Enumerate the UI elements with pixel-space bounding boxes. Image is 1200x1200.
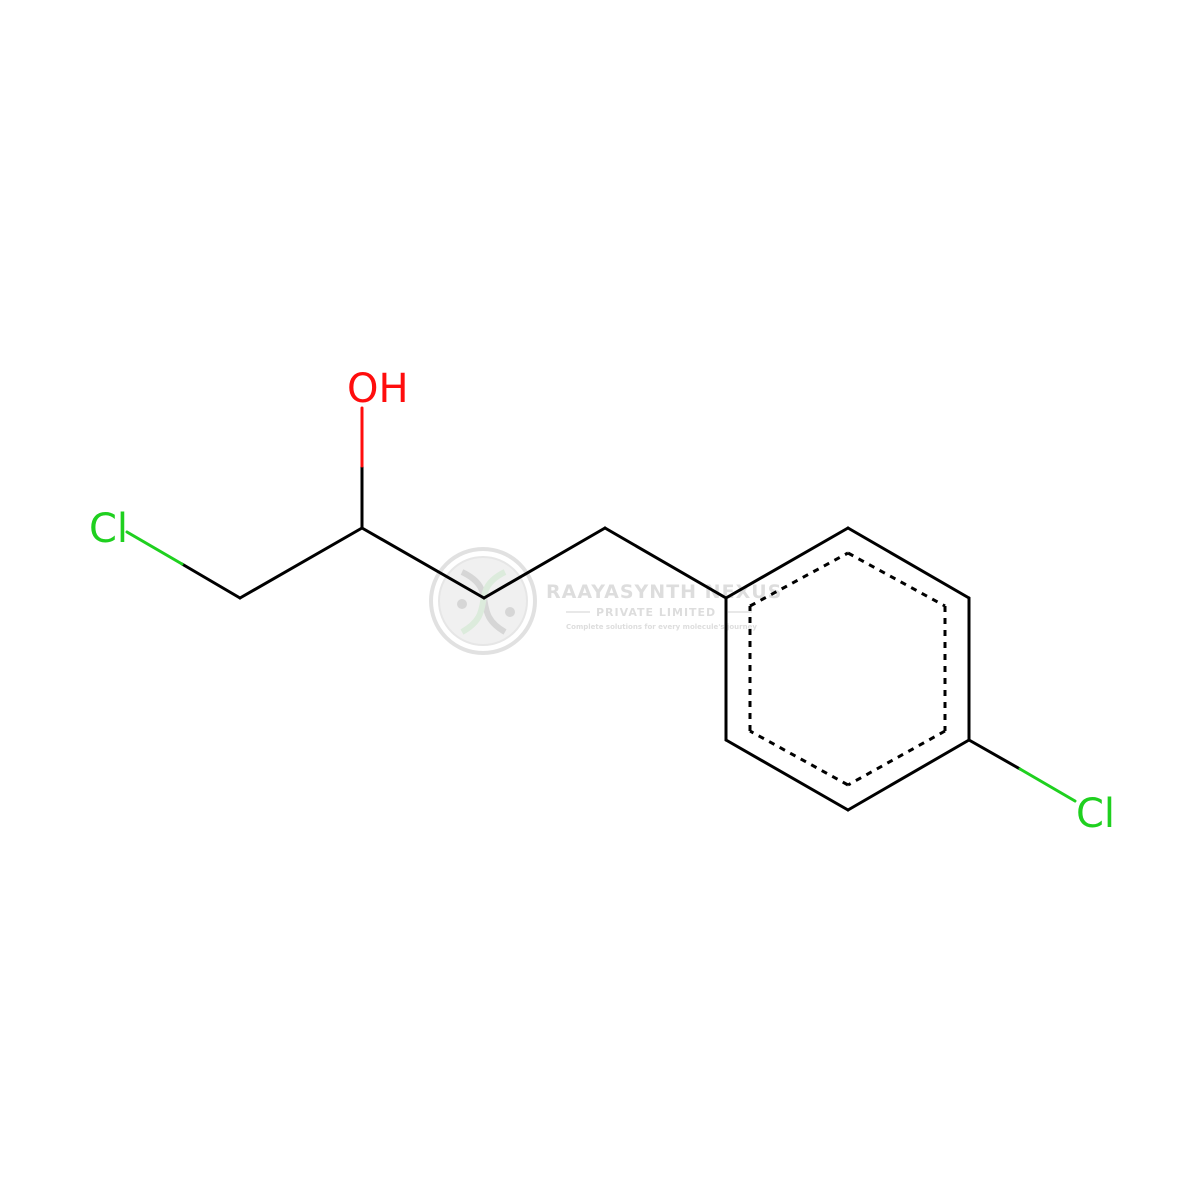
bond-ch2-to-cl: [180, 562, 242, 600]
atom-label-cl-left: Cl: [89, 506, 128, 552]
atom-label-cl-right: Cl: [1076, 791, 1115, 837]
bond-cl-right-segment: [1018, 767, 1077, 803]
atom-label-oh: OH: [347, 366, 409, 412]
hetero-bond-segments: [125, 406, 1077, 803]
aromatic-inner-ring: [748, 551, 947, 787]
watermark-logo-icon: [429, 547, 537, 655]
ring-bond-4: [846, 738, 971, 812]
bond-cl-left-segment: [125, 530, 184, 566]
bonds: [180, 464, 1022, 812]
bond-chain-1: [238, 526, 364, 600]
watermark-subtitle: PRIVATE LIMITED: [596, 606, 716, 619]
bond-chain-4: [603, 526, 728, 600]
ring-bond-5: [724, 738, 850, 812]
ring-bond-2: [846, 526, 971, 600]
watermark: RAAYASYNTH NEXUS PRIVATE LIMITED Complet…: [429, 547, 781, 655]
bond-chain-2: [360, 526, 486, 600]
bond-ring-to-cl: [967, 738, 1022, 771]
watermark-tagline: Complete solutions for every molecule's …: [566, 623, 757, 631]
ring-bond-1: [724, 526, 850, 600]
bond-chain-3: [482, 526, 607, 600]
